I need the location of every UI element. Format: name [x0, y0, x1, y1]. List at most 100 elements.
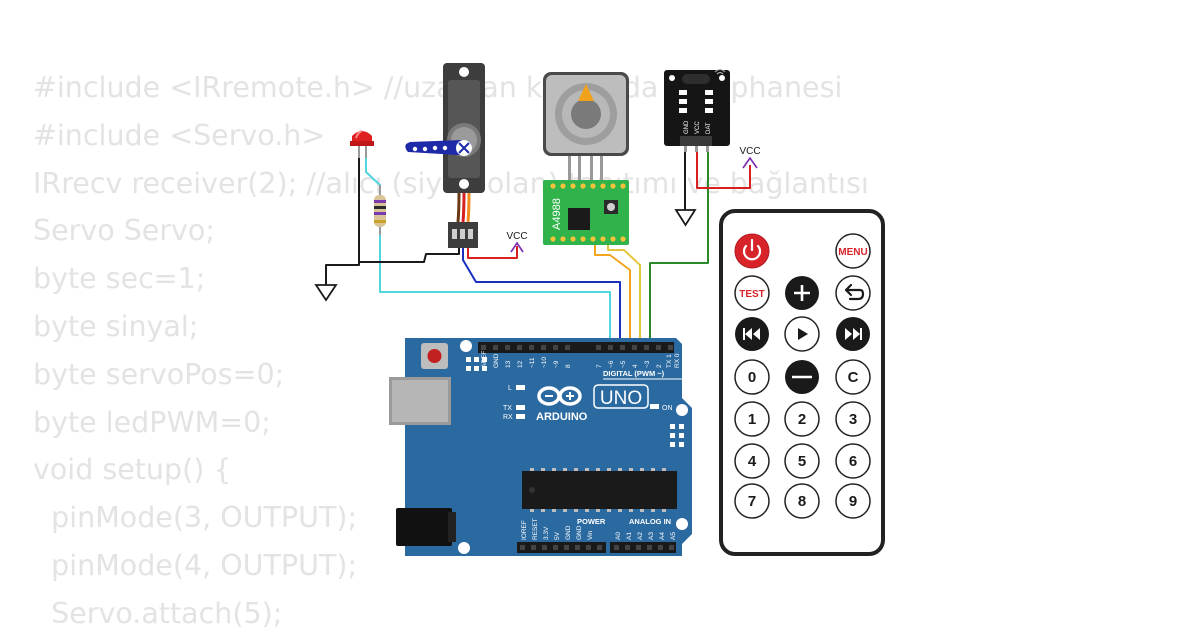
digital-header	[478, 342, 674, 353]
remote-digit-label: 1	[748, 411, 756, 428]
arduino-logo	[537, 386, 582, 406]
atmega-chip	[522, 468, 677, 512]
remote-digit-label: 6	[849, 453, 857, 470]
remote-return-button[interactable]	[835, 275, 871, 311]
power-pin-label: 3.3V	[543, 526, 550, 540]
remote-digit-label: 7	[748, 493, 756, 510]
vcc-label-servo: VCC	[506, 231, 527, 242]
remote-power-button[interactable]	[734, 233, 770, 269]
power-pin-label: 5V	[554, 531, 561, 540]
vcc-symbol-servo: VCC	[506, 231, 528, 253]
remote-menu-button[interactable]: MENU	[835, 233, 871, 269]
code-line: Servo.attach(5);	[33, 596, 283, 630]
remote-digit-label: 5	[798, 453, 806, 470]
power-label: POWER	[577, 517, 606, 526]
bottom-headers	[517, 542, 676, 553]
ir-receiver: GND VCC DAT	[664, 69, 730, 152]
digital-pin-label: 13	[505, 360, 512, 368]
ir-pin-dat: DAT	[706, 122, 712, 134]
remote-next-button[interactable]	[836, 317, 870, 351]
driver-label: A4988	[551, 198, 563, 230]
analog-pin-label: A0	[615, 532, 622, 540]
remote-digit-label: 8	[798, 493, 806, 510]
analog-label: ANALOG IN	[629, 517, 671, 526]
remote-digit-button-6[interactable]: 6	[835, 443, 871, 479]
wire-led-cyan	[365, 158, 611, 345]
remote-minus-button[interactable]	[785, 360, 819, 394]
plus-icon	[794, 285, 810, 301]
code-line: void setup() {	[33, 453, 232, 487]
remote-digit-button-3[interactable]: 3	[835, 401, 871, 437]
red-led	[350, 130, 374, 158]
servo-motor	[405, 63, 485, 248]
l-label: L	[508, 385, 512, 392]
gnd-symbol-led	[314, 284, 338, 302]
analog-pin-label: A4	[659, 532, 666, 540]
return-icon	[844, 283, 865, 301]
remote-previous-button[interactable]	[735, 317, 769, 351]
svg-text:MENU: MENU	[838, 247, 867, 258]
wire-ir-green	[649, 150, 709, 345]
wire-ir-red	[696, 150, 751, 189]
on-label: ON	[662, 405, 673, 412]
svg-text:0: 0	[748, 369, 756, 386]
play-icon	[798, 328, 808, 340]
power-pin-label: IOREF	[521, 520, 528, 540]
remote-clear-button[interactable]: C	[835, 359, 871, 395]
digital-pin-label: ~9	[553, 360, 560, 368]
digital-pin-label: ~11	[529, 357, 536, 368]
remote-digit-button-8[interactable]: 8	[784, 483, 820, 519]
tx-label: TX	[503, 405, 512, 412]
analog-pin-label: A5	[670, 532, 677, 540]
ir-pin-gnd: GND	[684, 120, 690, 134]
arduino-brand: ARDUINO	[536, 411, 588, 423]
servo-horn	[405, 140, 472, 155]
power-pin-label: GND	[565, 525, 572, 540]
gnd-symbol-ir	[674, 209, 697, 227]
digital-pin-label: GND	[493, 353, 500, 368]
wire-servo-blue	[462, 235, 621, 345]
next-icon	[845, 328, 862, 340]
code-line: #include <Servo.h>	[33, 118, 326, 152]
remote-play-button[interactable]	[784, 316, 820, 352]
ir-remote: MENU TEST 0	[719, 209, 885, 556]
digital-pin-label: TX 1	[666, 354, 673, 368]
remote-digit-button-9[interactable]: 9	[835, 483, 871, 519]
remote-digit-button-4[interactable]: 4	[734, 443, 770, 479]
remote-zero-button[interactable]: 0	[734, 359, 770, 395]
remote-digit-button-7[interactable]: 7	[734, 483, 770, 519]
remote-digit-button-2[interactable]: 2	[784, 401, 820, 437]
power-pin-label: RESET	[532, 518, 539, 540]
digital-pin-label: 2	[656, 364, 663, 368]
analog-pin-label: A3	[648, 532, 655, 540]
wires	[325, 150, 751, 345]
remote-digit-button-1[interactable]: 1	[734, 401, 770, 437]
resistor	[374, 185, 386, 235]
remote-test-button[interactable]: TEST	[734, 275, 770, 311]
remote-digit-label: 4	[748, 453, 757, 470]
vcc-symbol-ir: VCC	[739, 146, 761, 169]
digital-pin-label: RX 0	[674, 353, 681, 368]
power-pin-label: GND	[576, 525, 583, 540]
code-line: byte sec=1;	[33, 262, 206, 296]
remote-plus-button[interactable]	[785, 276, 819, 310]
remote-digit-button-5[interactable]: 5	[784, 443, 820, 479]
code-line: Servo Servo;	[33, 214, 215, 248]
digital-pin-label: 8	[565, 364, 572, 368]
code-line: byte ledPWM=0;	[33, 405, 271, 439]
analog-pin-label: A2	[637, 532, 644, 540]
power-icon	[742, 244, 762, 261]
stepper-motor	[543, 72, 629, 180]
code-line: pinMode(3, OUTPUT);	[33, 501, 358, 535]
vcc-label-ir: VCC	[739, 146, 760, 157]
remote-digit-label: 2	[798, 411, 806, 428]
code-line: byte sinyal;	[33, 309, 199, 343]
code-line: byte servoPos=0;	[33, 357, 285, 391]
remote-digit-buttons: 1 2 3 4 5 6 7 8 9	[734, 401, 871, 519]
remote-digit-label: 3	[849, 411, 857, 428]
a4988-driver: A4988	[543, 180, 629, 245]
wire-driver-yellow	[607, 245, 641, 345]
